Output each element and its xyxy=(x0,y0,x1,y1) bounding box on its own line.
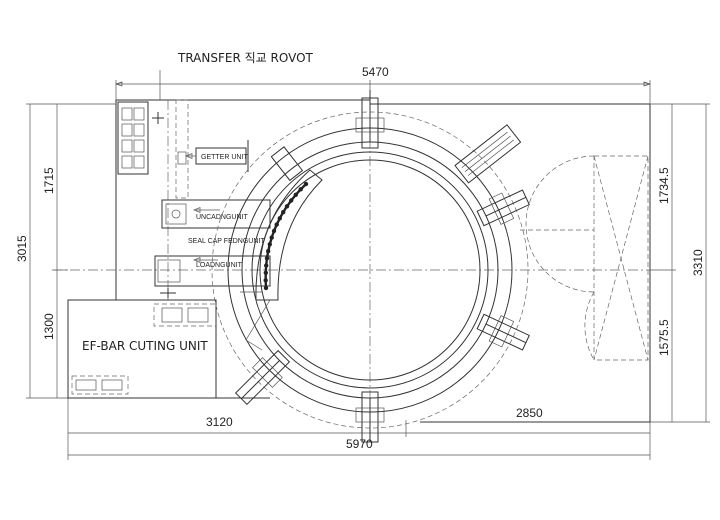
unloading-unit xyxy=(161,199,271,229)
chain-bead xyxy=(284,204,290,209)
chain-bead xyxy=(277,216,282,221)
chain-bead xyxy=(263,270,268,275)
dim-left-lower: 1300 xyxy=(42,313,56,340)
transfer-robot-label: TRANSFER 직교 ROVOT xyxy=(177,51,314,65)
center-lines xyxy=(52,100,650,422)
dim-bottom-left: 3120 xyxy=(206,415,233,429)
chain-bead xyxy=(271,228,277,234)
chain-bead xyxy=(298,187,303,192)
chain-bead xyxy=(281,210,286,215)
chain-bead xyxy=(269,235,274,240)
loading-unit-label: LOADNGUNIT xyxy=(196,262,243,269)
getter-unit xyxy=(185,140,249,172)
chain-bead xyxy=(303,181,309,187)
seal-cap-feeder xyxy=(240,169,323,351)
chain-bead xyxy=(264,263,269,268)
dim-right-upper: 1734.5 xyxy=(657,167,671,204)
chain-bead xyxy=(267,242,272,247)
tool-stations xyxy=(234,97,530,443)
machine-outline xyxy=(67,80,651,423)
transfer-robot xyxy=(117,70,189,199)
dim-right-overall: 3310 xyxy=(691,249,705,276)
getter-unit-label: GETTER UNIT xyxy=(201,154,248,161)
unloading-unit-label: UNCADNGUNIT xyxy=(196,214,248,221)
dim-bottom-right: 2850 xyxy=(516,406,543,420)
chain-bead xyxy=(264,256,270,261)
chain-bead xyxy=(274,222,279,227)
chain-bead xyxy=(263,278,268,283)
chain-bead xyxy=(289,198,294,203)
dim-left-upper: 1715 xyxy=(42,167,56,194)
dim-top: 5470 xyxy=(362,65,389,79)
chain-bead xyxy=(293,192,298,197)
dim-right-lower: 1575.5 xyxy=(657,319,671,356)
chain-bead xyxy=(266,249,271,254)
ef-bar-cutting-unit xyxy=(67,299,217,399)
right-hopper xyxy=(520,155,649,361)
chain-bead xyxy=(263,285,269,291)
dim-bottom-overall: 5970 xyxy=(346,437,373,451)
dimension-lines xyxy=(26,81,710,460)
seal-cap-feeding-label: SEAL CAP FEDNGUNIT xyxy=(188,238,265,245)
dim-left-overall: 3015 xyxy=(15,235,29,262)
ef-bar-cutting-label: EF-BAR CUTING UNIT xyxy=(82,339,208,353)
